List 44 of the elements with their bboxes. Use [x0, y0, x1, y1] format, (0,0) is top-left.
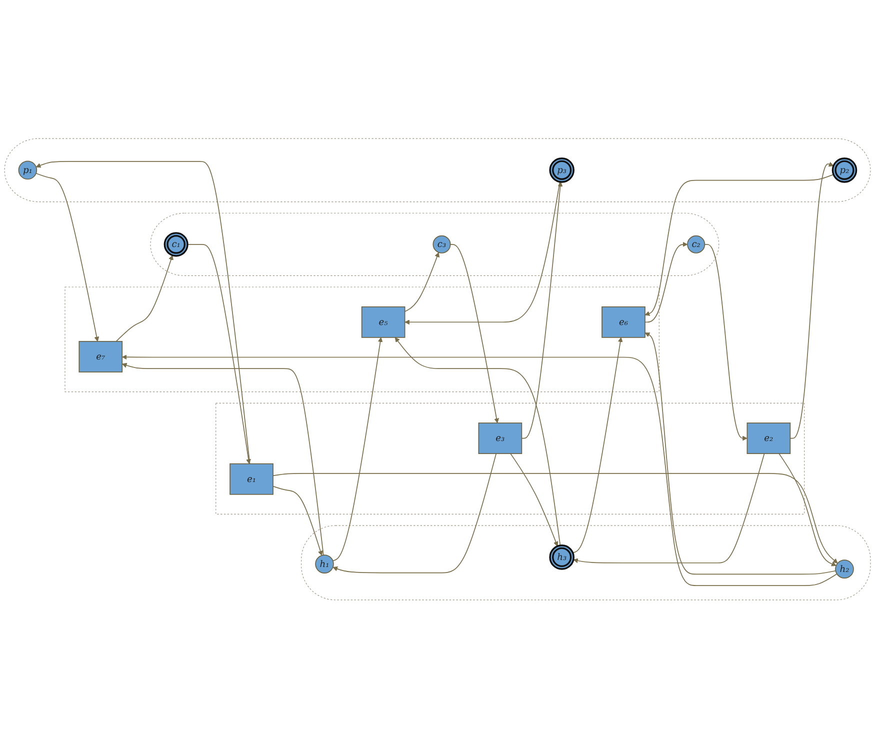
node-circle: c₃ — [432, 236, 451, 254]
cluster — [64, 286, 660, 392]
node-circle: c₂ — [687, 236, 706, 254]
arrow — [704, 244, 748, 442]
arrow — [332, 337, 383, 562]
arrow — [36, 173, 100, 342]
arrow — [572, 337, 623, 554]
cluster — [150, 213, 720, 276]
arrow — [272, 473, 838, 564]
cluster — [4, 138, 871, 202]
arrow — [36, 161, 250, 464]
arrow — [573, 453, 765, 564]
node-circle: c₁ — [164, 232, 188, 257]
arrow — [122, 363, 324, 556]
node-circle: h₃ — [549, 544, 574, 570]
node-circle: h₂ — [835, 560, 854, 579]
arrow — [644, 242, 688, 323]
cluster — [301, 526, 871, 600]
arrow — [790, 162, 834, 439]
arrow — [122, 354, 838, 586]
arrow — [510, 453, 558, 547]
arrow — [187, 244, 251, 464]
arrow — [116, 255, 174, 342]
arrow — [778, 453, 836, 567]
node-box: e₂ — [746, 422, 791, 454]
node-box: e₆ — [602, 306, 646, 338]
arrow — [394, 337, 561, 546]
node-box: e₁ — [230, 464, 274, 496]
arrow — [644, 332, 836, 575]
node-circle: p₁ — [18, 161, 38, 180]
arrow — [332, 453, 497, 574]
cluster — [216, 403, 805, 515]
arrow — [521, 182, 563, 439]
arrow — [404, 182, 560, 325]
node-box: e₅ — [361, 306, 406, 338]
arrow — [450, 244, 499, 424]
arrow — [272, 486, 323, 556]
node-box: e₃ — [478, 422, 522, 454]
arrow — [644, 174, 834, 316]
node-circle: p₃ — [549, 158, 574, 184]
node-circle: p₂ — [832, 158, 858, 184]
arrow — [404, 252, 440, 312]
node-circle: h₁ — [315, 554, 334, 574]
node-box: e₇ — [78, 341, 123, 373]
